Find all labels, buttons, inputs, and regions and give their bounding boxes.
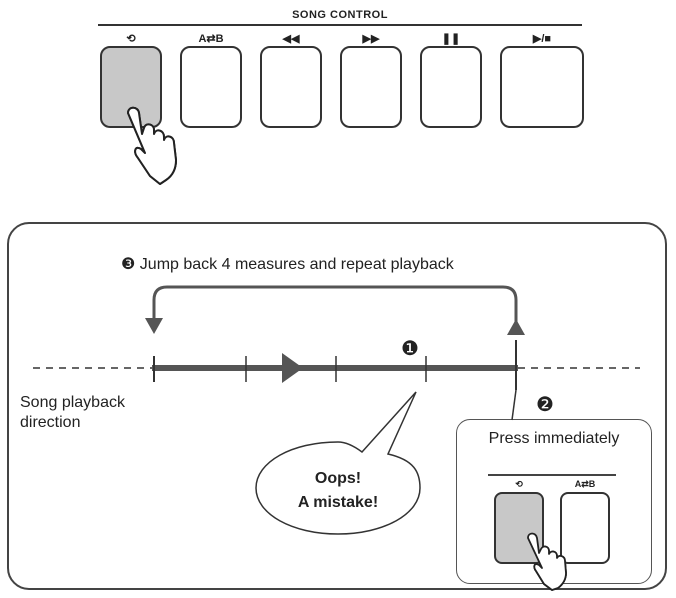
rewind-icon: ◀◀ (282, 33, 300, 45)
inset-ab-repeat-icon: A⇄B (574, 479, 596, 489)
step3-caption: ❸ Jump back 4 measures and repeat playba… (121, 254, 454, 274)
press-immediately-label: Press immediately (488, 430, 620, 447)
step1-marker: ❶ (401, 338, 419, 360)
pointing-hand-icon (127, 106, 177, 185)
ab-repeat-button[interactable] (180, 46, 242, 128)
diagram-frame (7, 222, 667, 590)
jump-back-arrowhead-down (145, 318, 163, 334)
inset-repeat-icon: ⟲ (515, 479, 523, 489)
play-stop-button[interactable] (500, 46, 584, 128)
playback-direction-arrow (282, 353, 303, 383)
playback-direction-label: Song playback direction (20, 393, 125, 433)
mistake-line1: Oops! (314, 470, 362, 487)
step3-marker: ❸ (121, 256, 136, 273)
step3-text: Jump back 4 measures and repeat playback (139, 256, 454, 273)
press-pointer-line (511, 389, 517, 421)
jump-back-arrow (152, 285, 518, 330)
step2-marker: ❷ (536, 394, 554, 416)
song-control-title: SONG CONTROL (292, 9, 388, 21)
repeat-icon: ⟲ (126, 33, 136, 45)
pause-icon: ❚❚ (441, 33, 461, 45)
mistake-line2: A mistake! (297, 494, 379, 511)
fast-forward-button[interactable] (340, 46, 402, 128)
ab-repeat-icon: A⇄B (198, 33, 224, 45)
song-control-divider (98, 24, 582, 26)
direction-label-line1: Song playback (20, 394, 125, 411)
inset-divider (488, 474, 616, 476)
rewind-button[interactable] (260, 46, 322, 128)
mistake-text: Oops! A mistake! (268, 467, 408, 515)
mistake-speech-bubble (255, 391, 421, 535)
fast-forward-icon: ▶▶ (362, 33, 380, 45)
inset-ab-repeat-button[interactable] (560, 492, 610, 564)
direction-label-line2: direction (20, 414, 81, 431)
inset-repeat-button[interactable] (494, 492, 544, 564)
pause-button[interactable] (420, 46, 482, 128)
play-stop-icon: ▶/■ (532, 33, 552, 45)
jump-back-arrowhead-up (507, 319, 525, 335)
